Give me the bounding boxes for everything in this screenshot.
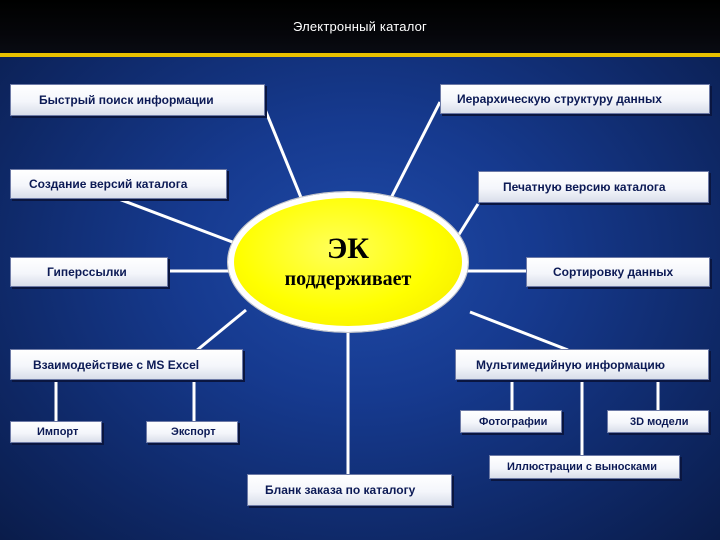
node-hyperlinks: Гиперссылки [10,257,168,287]
connector-print-version [456,203,480,237]
node-multimedia: Мультимедийную информацию [455,349,709,380]
center-subtitle: поддерживает [284,268,412,290]
node-3d-models: 3D модели [607,410,709,433]
node-photos: Фотографии [460,410,562,433]
node-catalog-versions: Создание версий каталога [10,169,227,199]
node-export: Экспорт [146,421,238,443]
node-import: Импорт [10,421,102,443]
connector-hierarchy [388,101,442,201]
node-ms-excel: Взаимодействие с MS Excel [10,349,243,380]
center-ellipse: ЭК поддерживает [228,192,468,332]
node-order-form: Бланк заказа по каталогу [247,474,452,506]
center-title: ЭК [326,232,370,265]
header-bar [0,0,720,56]
connector-excel [195,308,247,353]
node-illustrations: Иллюстрации с выносками [489,455,680,479]
connector-multimedia [469,310,569,352]
node-fast-search: Быстрый поиск информации [10,84,265,116]
connector-versions [115,196,244,248]
node-sorting: Сортировку данных [526,257,710,287]
node-print-version: Печатную версию каталога [478,171,709,203]
page-title: Электронный каталог [292,19,427,34]
header-accent-line [0,53,720,57]
node-hierarchy: Иерархическую структуру данных [440,84,710,114]
connector-fast-search [260,101,304,201]
